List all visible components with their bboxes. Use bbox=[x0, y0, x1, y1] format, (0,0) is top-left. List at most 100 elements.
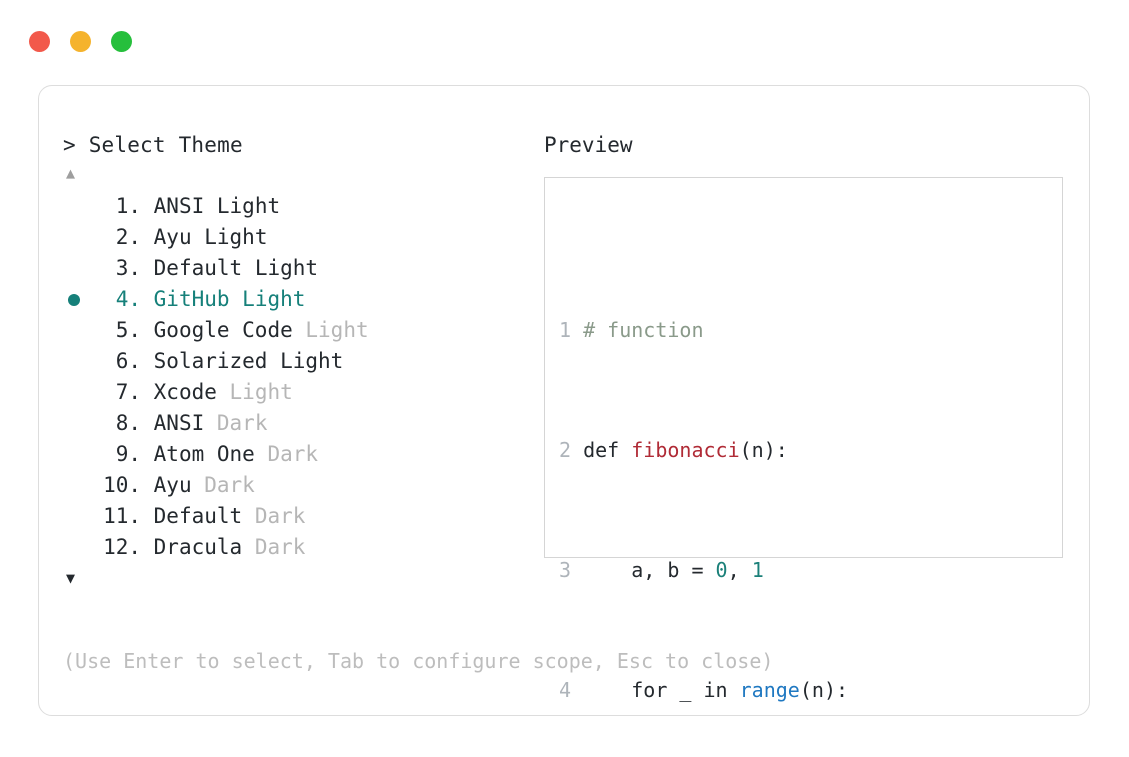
list-item-suffix: Dark bbox=[254, 535, 306, 559]
list-item-space bbox=[242, 253, 255, 284]
list-item-space bbox=[204, 408, 217, 439]
list-item-suffix: Light bbox=[305, 318, 369, 342]
gutter-gap bbox=[571, 318, 583, 342]
list-item-space bbox=[204, 191, 217, 222]
list-item[interactable]: 10. Ayu Dark bbox=[63, 470, 533, 501]
token-comment: # function bbox=[583, 318, 704, 342]
list-item-index: 10. bbox=[103, 473, 141, 497]
token-plain: , bbox=[727, 558, 752, 582]
list-item-name: Google Code bbox=[153, 318, 293, 342]
list-item-space bbox=[192, 470, 205, 501]
line-number: 4 bbox=[559, 678, 572, 702]
token-plain: (n): bbox=[739, 438, 788, 462]
list-item[interactable]: 3. Default Light bbox=[63, 253, 533, 284]
minimize-button-icon[interactable] bbox=[70, 31, 91, 52]
gutter-gap bbox=[571, 678, 583, 702]
list-item-space bbox=[230, 284, 243, 315]
list-item-gap bbox=[141, 501, 154, 532]
code-block: 1 # function 2 def fibonacci(n): 3 a, b … bbox=[559, 225, 896, 757]
line-number: 3 bbox=[559, 558, 572, 582]
token-plain: (n): bbox=[799, 678, 849, 702]
list-item[interactable]: 6. Solarized Light bbox=[63, 346, 533, 377]
list-item-index: 12. bbox=[103, 535, 141, 559]
list-item[interactable]: 1. ANSI Light bbox=[63, 191, 533, 222]
window-controls bbox=[29, 31, 132, 52]
list-item-index: 7. bbox=[115, 380, 141, 404]
code-line: 3 a, b = 0, 1 bbox=[559, 555, 896, 585]
list-item-gap bbox=[141, 439, 154, 470]
list-item-gap bbox=[141, 222, 154, 253]
list-item[interactable]: 11. Default Dark bbox=[63, 501, 533, 532]
list-item[interactable]: 2. Ayu Light bbox=[63, 222, 533, 253]
list-item[interactable]: 8. ANSI Dark bbox=[63, 408, 533, 439]
close-button-icon[interactable] bbox=[29, 31, 50, 52]
list-item-gap bbox=[141, 408, 154, 439]
list-item-name: Ayu bbox=[153, 225, 192, 249]
list-item[interactable]: 9. Atom One Dark bbox=[63, 439, 533, 470]
list-item-index: 5. bbox=[115, 318, 141, 342]
prompt-marker: > bbox=[63, 133, 89, 157]
list-item-index: 11. bbox=[103, 504, 141, 528]
token-builtin: range bbox=[739, 678, 800, 702]
theme-selector-pane: > Select Theme ▲ 1. ANSI Light 2. Ayu Li… bbox=[63, 132, 533, 588]
list-item-gap bbox=[141, 253, 154, 284]
list-item-name: Atom One bbox=[153, 442, 255, 466]
list-item-index: 8. bbox=[115, 411, 141, 435]
list-item-index: 6. bbox=[115, 349, 141, 373]
token-number: 0 bbox=[715, 558, 728, 582]
list-item-gap bbox=[141, 191, 154, 222]
list-item-name: Default bbox=[153, 504, 243, 528]
list-item-gap bbox=[141, 532, 154, 563]
list-item[interactable]: 12. Dracula Dark bbox=[63, 532, 533, 563]
scroll-down-icon[interactable]: ▼ bbox=[66, 569, 76, 587]
list-item[interactable]: 5. Google Code Light bbox=[63, 315, 533, 346]
gutter-gap bbox=[571, 438, 583, 462]
list-item-suffix: Light bbox=[280, 349, 344, 373]
list-item-space bbox=[192, 222, 205, 253]
theme-picker-card: > Select Theme ▲ 1. ANSI Light 2. Ayu Li… bbox=[38, 85, 1090, 716]
list-item-index: 3. bbox=[115, 256, 141, 280]
list-item-suffix: Dark bbox=[204, 473, 255, 497]
list-item-suffix: Light bbox=[216, 194, 281, 218]
list-item-suffix: Dark bbox=[254, 504, 306, 528]
token-plain: a, b = bbox=[583, 558, 716, 582]
list-item-suffix: Dark bbox=[267, 442, 319, 466]
list-item-name: Xcode bbox=[153, 380, 217, 404]
gutter-gap bbox=[571, 558, 583, 582]
code-line: 1 # function bbox=[559, 315, 896, 345]
line-number: 1 bbox=[559, 318, 572, 342]
list-item-selected[interactable]: 4. GitHub Light bbox=[63, 284, 533, 315]
preview-box: 1 # function 2 def fibonacci(n): 3 a, b … bbox=[544, 177, 1063, 702]
scroll-up-icon[interactable]: ▲ bbox=[66, 164, 76, 182]
list-item[interactable]: 7. Xcode Light bbox=[63, 377, 533, 408]
page-title: > Select Theme bbox=[63, 132, 533, 158]
zoom-button-icon[interactable] bbox=[111, 31, 132, 52]
list-item-name: ANSI bbox=[153, 194, 205, 218]
list-item-suffix: Light bbox=[229, 380, 293, 404]
list-item-space bbox=[267, 346, 280, 377]
selection-bullet-slot bbox=[63, 293, 99, 306]
list-item-space bbox=[242, 501, 255, 532]
code-line: 2 def fibonacci(n): bbox=[559, 435, 896, 465]
list-item-gap bbox=[141, 377, 154, 408]
list-item-index: 2. bbox=[115, 225, 141, 249]
list-item-space bbox=[293, 315, 306, 346]
list-item-gap bbox=[141, 284, 154, 315]
list-item-name: GitHub bbox=[153, 287, 230, 311]
list-item-gap bbox=[141, 346, 154, 377]
token-function: fibonacci bbox=[631, 438, 740, 462]
keyboard-hint: (Use Enter to select, Tab to configure s… bbox=[63, 649, 774, 673]
list-item-index: 9. bbox=[115, 442, 141, 466]
selected-bullet-icon bbox=[68, 293, 80, 306]
preview-label: Preview bbox=[544, 133, 633, 157]
list-item-gap bbox=[141, 470, 154, 501]
line-number: 2 bbox=[559, 438, 572, 462]
list-item-index: 4. bbox=[115, 287, 141, 311]
list-item-gap bbox=[141, 315, 154, 346]
list-item-index: 1. bbox=[115, 194, 141, 218]
code-line: 4 for _ in range(n): bbox=[559, 675, 896, 705]
list-item-name: ANSI bbox=[153, 411, 205, 435]
list-item-space bbox=[242, 532, 255, 563]
list-item-name: Dracula bbox=[153, 535, 243, 559]
